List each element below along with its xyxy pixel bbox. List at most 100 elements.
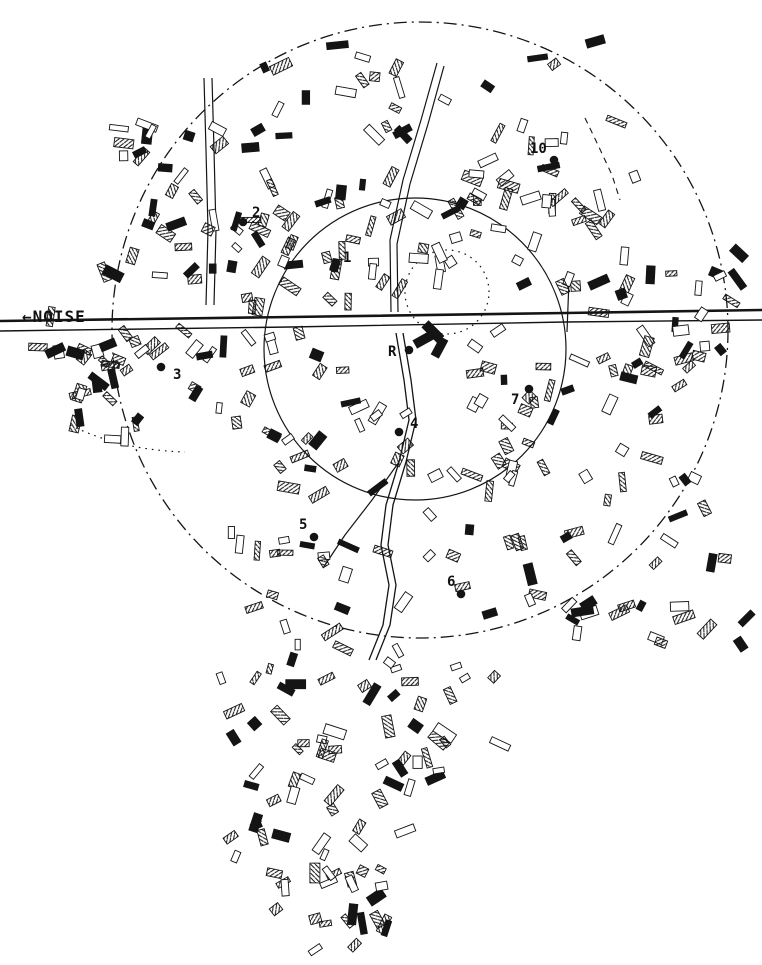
building [409, 200, 434, 220]
building [287, 771, 302, 790]
building [289, 449, 311, 464]
building [277, 254, 290, 269]
building [175, 322, 193, 339]
building [490, 122, 506, 144]
center-road-upper-b [396, 65, 445, 313]
building [447, 197, 465, 220]
point-7-label: 7 [511, 392, 519, 408]
building [403, 778, 416, 797]
building [300, 432, 314, 445]
building [593, 188, 607, 212]
building [521, 437, 536, 449]
building [367, 262, 378, 281]
building [117, 324, 134, 343]
building [543, 378, 556, 403]
building [442, 685, 458, 706]
building [498, 414, 517, 433]
building [571, 214, 587, 227]
building [241, 141, 260, 154]
building [693, 306, 709, 323]
point-2-label: 2 [252, 205, 260, 221]
building [309, 862, 321, 884]
building [526, 53, 549, 63]
building [570, 280, 582, 292]
point-2-dot [238, 217, 248, 227]
building [696, 618, 718, 640]
building [141, 218, 156, 231]
building [248, 763, 265, 780]
building [222, 829, 239, 845]
building [286, 785, 301, 806]
building [412, 755, 423, 769]
main-road-top-line [0, 308, 762, 323]
building [243, 779, 260, 792]
building [200, 222, 216, 237]
building [607, 522, 623, 546]
building [672, 324, 690, 337]
building [334, 85, 358, 99]
building [397, 750, 412, 766]
building [266, 428, 283, 444]
point-1-dot [329, 263, 339, 273]
building [102, 391, 118, 407]
building [187, 273, 203, 285]
building [393, 590, 414, 614]
building [535, 362, 552, 371]
building [587, 273, 611, 291]
building [286, 651, 299, 668]
building [332, 457, 349, 473]
building [648, 556, 663, 571]
building [240, 390, 257, 408]
point-3-dot [156, 362, 166, 372]
building [369, 409, 384, 422]
building [356, 911, 368, 936]
noise-direction-label: ←NOISE [22, 307, 86, 326]
building [227, 526, 235, 539]
building [277, 535, 291, 545]
building [265, 178, 279, 198]
building [374, 863, 387, 875]
building [454, 581, 471, 593]
building [382, 656, 397, 670]
building [195, 350, 214, 361]
building [584, 219, 603, 241]
building [336, 538, 360, 554]
building [215, 402, 223, 414]
building [439, 735, 452, 749]
building [307, 485, 331, 504]
building [517, 403, 534, 418]
point-6: 6 [447, 574, 466, 599]
building [464, 524, 475, 536]
main-road-bottom-line [0, 319, 762, 332]
point-7: 7 [511, 384, 534, 408]
building [165, 216, 188, 232]
building [316, 554, 330, 569]
building [477, 152, 499, 169]
building [437, 93, 453, 106]
building [536, 458, 551, 477]
building [635, 599, 647, 612]
building [519, 190, 542, 206]
building [517, 535, 528, 552]
building [560, 384, 575, 396]
building [678, 340, 694, 360]
building [527, 136, 535, 156]
building [515, 277, 533, 291]
building [617, 599, 637, 613]
building [250, 122, 266, 138]
building [276, 480, 301, 495]
point-6-dot [456, 589, 466, 599]
outer-radius-circle [111, 21, 729, 639]
building [546, 57, 562, 72]
building [107, 368, 120, 390]
building [496, 177, 521, 194]
building [335, 366, 350, 375]
building [406, 459, 416, 477]
building [559, 131, 569, 145]
building [717, 552, 733, 564]
point-5-dot [309, 532, 319, 542]
building [417, 242, 430, 254]
building [430, 241, 448, 264]
